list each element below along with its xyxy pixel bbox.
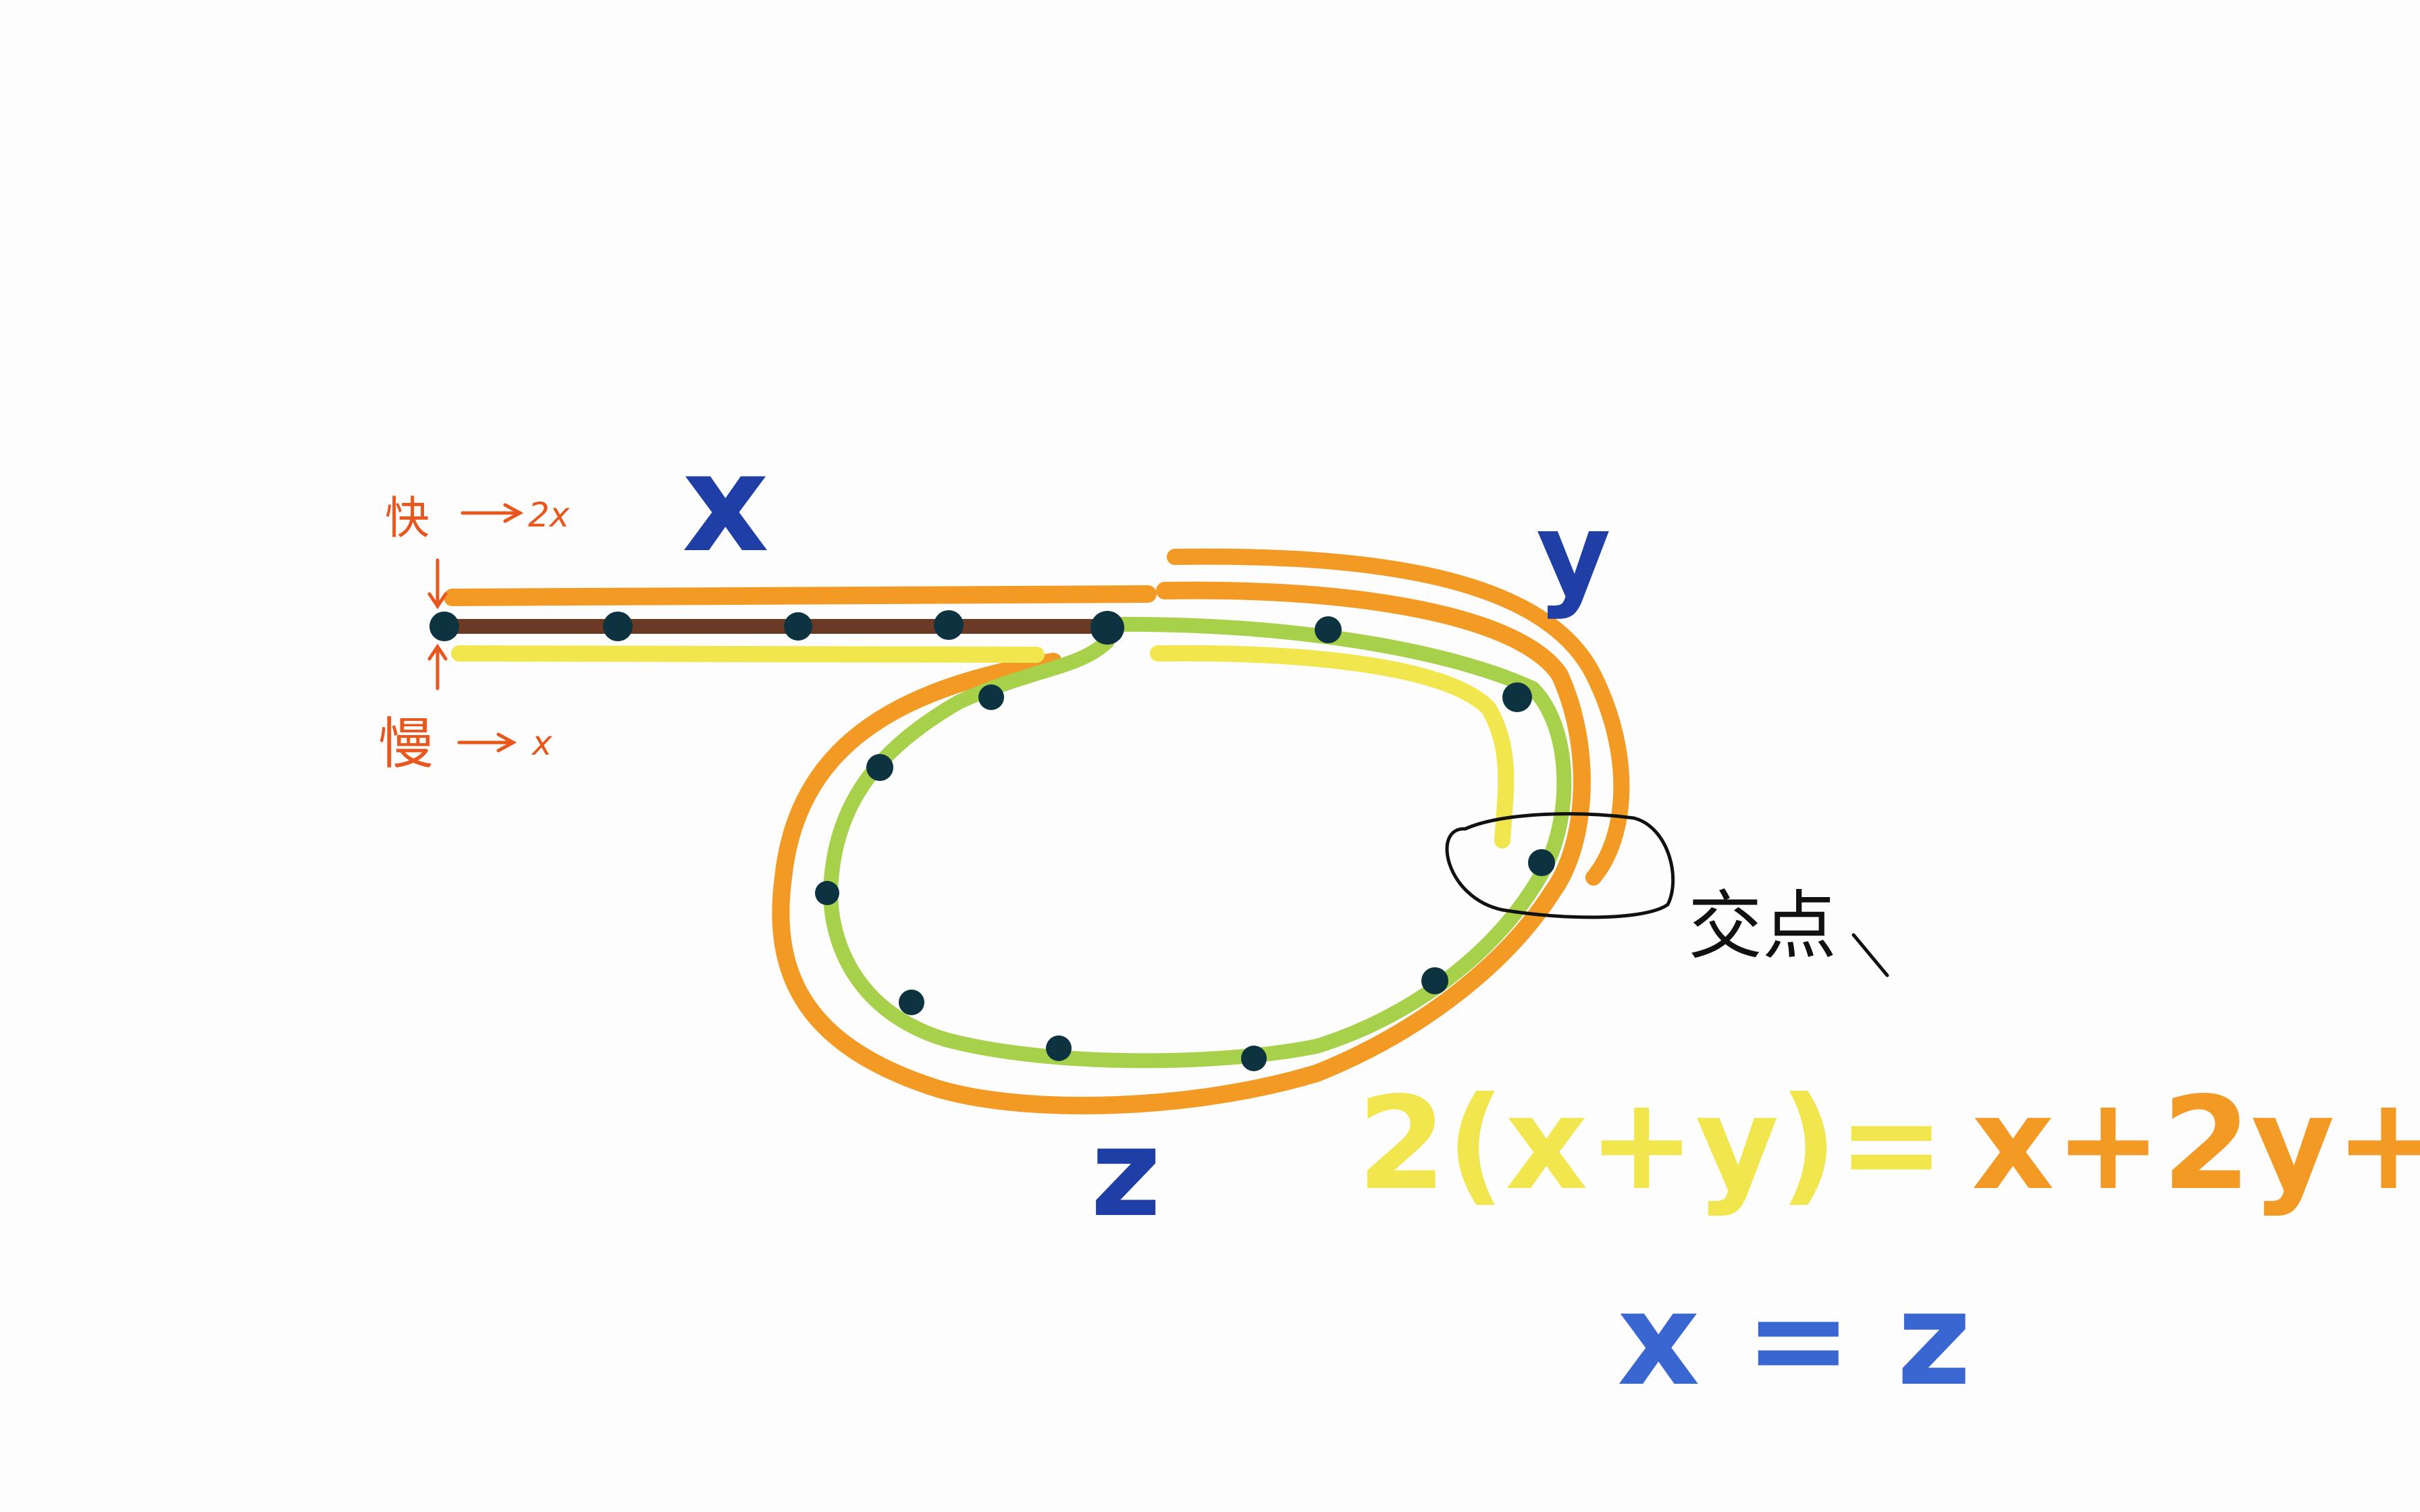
slow-pointer-path bbox=[451, 645, 1515, 848]
down-arrow-icon bbox=[427, 558, 448, 610]
list-node bbox=[1528, 849, 1555, 876]
fast-pointer-label: 快 bbox=[385, 492, 429, 544]
segment-x-label: x bbox=[682, 425, 769, 583]
fast-loop-inner-line bbox=[772, 581, 1591, 1114]
equation-result: x = z bbox=[1617, 1265, 1972, 1414]
equation-left-side: 2(x+y)= bbox=[1357, 1069, 1945, 1218]
list-node bbox=[784, 612, 812, 641]
list-node bbox=[899, 990, 924, 1015]
list-node bbox=[866, 754, 893, 781]
equation-right-side: x+2y+z bbox=[1972, 1069, 2420, 1218]
segment-z-label: z bbox=[1090, 1103, 1161, 1244]
list-nodes bbox=[429, 610, 1555, 1071]
list-node bbox=[603, 612, 633, 641]
up-arrow-icon bbox=[427, 643, 448, 691]
intersection-circle bbox=[1445, 812, 1675, 919]
list-node bbox=[934, 610, 964, 640]
list-node bbox=[978, 684, 1004, 710]
list-node bbox=[815, 881, 839, 905]
list-node bbox=[1090, 611, 1124, 645]
fast-tail-line bbox=[444, 585, 1157, 606]
slow-rate-label: x bbox=[531, 724, 552, 763]
right-arrow-icon bbox=[457, 732, 517, 753]
right-arrow-icon bbox=[461, 503, 524, 523]
list-node bbox=[1241, 1046, 1267, 1071]
segment-y-label: y bbox=[1536, 488, 1611, 622]
slow-pointer-label: 慢 bbox=[378, 712, 433, 776]
slow-tail-line bbox=[451, 645, 1045, 663]
list-node bbox=[1421, 967, 1448, 994]
list-node bbox=[429, 612, 459, 641]
fast-rate-label: 2x bbox=[528, 495, 570, 535]
slow-loop-line bbox=[1150, 645, 1515, 848]
fast-pointer-path bbox=[444, 548, 1630, 1114]
list-node bbox=[1315, 616, 1342, 643]
list-node bbox=[1502, 682, 1532, 712]
intersection-label-tail bbox=[1851, 933, 1889, 977]
list-node bbox=[1046, 1035, 1072, 1061]
start-arrows bbox=[427, 503, 524, 753]
intersection-label: 交点 bbox=[1688, 883, 1837, 969]
